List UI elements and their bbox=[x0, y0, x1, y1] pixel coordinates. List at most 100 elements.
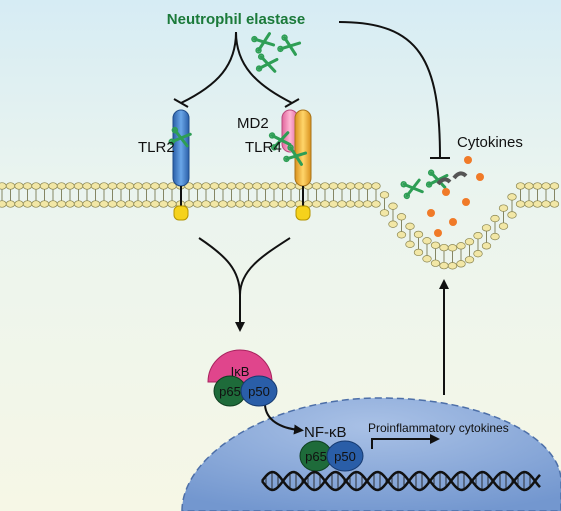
nfkb-p50 bbox=[326, 440, 364, 472]
ikb-label: IκB bbox=[231, 364, 250, 379]
lipid-head bbox=[541, 182, 551, 190]
lipid-head bbox=[5, 182, 16, 190]
lipid-head bbox=[243, 200, 254, 208]
lipid-head bbox=[150, 182, 160, 190]
signal-arrows bbox=[198, 237, 449, 449]
lipid-head bbox=[167, 200, 177, 208]
lipid-head bbox=[396, 231, 407, 239]
lipid-head bbox=[388, 220, 398, 228]
ikb-complex bbox=[207, 349, 278, 407]
lipid-head bbox=[5, 200, 16, 208]
lipid-head bbox=[39, 182, 50, 190]
lipid-head bbox=[218, 200, 228, 208]
lipid-head bbox=[413, 230, 424, 239]
ikb-shape bbox=[207, 349, 273, 383]
lipid-head bbox=[362, 200, 373, 208]
vesicle-receptors bbox=[436, 171, 468, 186]
lipid-head bbox=[320, 200, 330, 208]
lipid-head bbox=[430, 259, 441, 267]
lipid-head bbox=[277, 182, 288, 190]
lipid-head bbox=[192, 200, 203, 208]
lipid-head bbox=[396, 213, 407, 221]
lipid-head bbox=[524, 200, 534, 208]
lipid-head bbox=[65, 182, 75, 190]
lipid-head bbox=[90, 182, 101, 190]
cytokine-dots bbox=[427, 156, 484, 237]
nfkb-label: NF-κB bbox=[304, 424, 347, 441]
lipid-head bbox=[73, 182, 84, 190]
elastase-icon bbox=[425, 169, 449, 189]
lipid-head bbox=[507, 211, 517, 219]
ikb-p50-label: p50 bbox=[248, 384, 270, 399]
lipid-head bbox=[447, 244, 458, 252]
lipid-head bbox=[328, 200, 339, 208]
lipid-head bbox=[22, 200, 33, 208]
lipid-head bbox=[413, 248, 424, 257]
lipid-head bbox=[320, 182, 330, 190]
lipid-head bbox=[354, 200, 364, 208]
lipid-head bbox=[337, 200, 347, 208]
lipid-head bbox=[379, 209, 390, 217]
lipid-head bbox=[56, 182, 67, 190]
lipid-head bbox=[473, 232, 483, 240]
lipid-head bbox=[56, 200, 67, 208]
lipid-head bbox=[549, 182, 560, 190]
lipid-head bbox=[371, 200, 381, 208]
lipid-head bbox=[524, 182, 534, 190]
lipid-head bbox=[209, 182, 220, 190]
lipid-head bbox=[235, 200, 245, 208]
lipid-head bbox=[73, 200, 84, 208]
lipid-head bbox=[541, 200, 551, 208]
elastase-icon bbox=[400, 178, 424, 200]
elastase-icon bbox=[251, 32, 276, 54]
lipid-head bbox=[311, 200, 322, 208]
lipid-head bbox=[22, 182, 33, 190]
lipid-head bbox=[133, 182, 143, 190]
lipid-head bbox=[39, 200, 50, 208]
lipid-head bbox=[490, 214, 500, 223]
lipid-head bbox=[515, 200, 526, 208]
lipid-head bbox=[116, 200, 126, 208]
tlr2-tir-domain bbox=[173, 205, 189, 221]
elastase-icon bbox=[255, 53, 279, 73]
lipid-head bbox=[218, 182, 228, 190]
lipid-head bbox=[286, 200, 296, 208]
tlr4-receptor bbox=[294, 109, 312, 221]
tlr4-label: TLR4 bbox=[245, 139, 282, 156]
lipid-head bbox=[124, 200, 135, 208]
neutrophil-elastase-title: Neutrophil elastase bbox=[167, 11, 305, 28]
md2-label: MD2 bbox=[237, 115, 269, 132]
lipid-head bbox=[150, 200, 160, 208]
lipid-head bbox=[549, 200, 560, 208]
dna-helix bbox=[261, 470, 541, 492]
lipid-head bbox=[107, 200, 118, 208]
lipid-head bbox=[226, 200, 237, 208]
lipid-head bbox=[124, 182, 135, 190]
lipid-head bbox=[405, 240, 415, 248]
lipid-head bbox=[447, 262, 458, 270]
elastase-icon bbox=[268, 131, 292, 151]
lipid-head bbox=[192, 182, 203, 190]
lipid-head bbox=[498, 222, 509, 230]
lipid-head bbox=[456, 260, 466, 268]
lipid-head bbox=[345, 182, 356, 190]
lipid-head bbox=[311, 182, 322, 190]
lipid-head bbox=[507, 193, 517, 201]
lipid-head bbox=[362, 182, 373, 190]
lipid-head bbox=[532, 200, 543, 208]
lipid-head bbox=[107, 182, 118, 190]
lipid-head bbox=[90, 200, 101, 208]
lipid-head bbox=[405, 222, 415, 230]
lipid-head bbox=[481, 224, 492, 232]
lipid-head bbox=[286, 182, 296, 190]
lipid-head bbox=[141, 182, 152, 190]
elastase-icon bbox=[283, 144, 308, 166]
lipid-head bbox=[490, 232, 500, 241]
lipid-head bbox=[82, 200, 92, 208]
lipid-head bbox=[345, 200, 356, 208]
lipid-head bbox=[184, 200, 194, 208]
lipid-head bbox=[0, 200, 7, 208]
elastase-icon bbox=[168, 126, 192, 148]
